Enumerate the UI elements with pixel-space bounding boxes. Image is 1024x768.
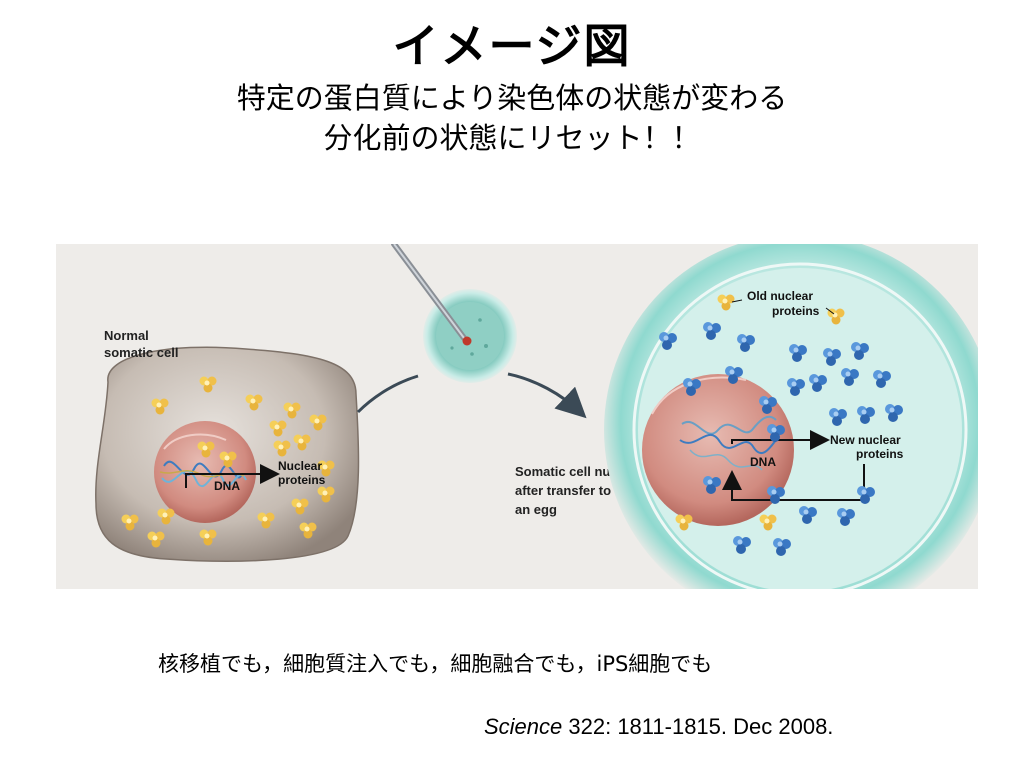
egg-dna-label: DNA <box>750 455 776 469</box>
slide-subtitle-line-1: 特定の蛋白質により染色体の状態が変わる <box>236 81 788 115</box>
transfer-arrow-in <box>356 374 419 414</box>
somatic-dna-arrow <box>185 464 280 488</box>
slide-subtitle-line-2: 分化前の状態にリセット！！ <box>323 121 701 155</box>
old-proteins-pointer-right <box>825 307 835 315</box>
transfer-label-line-2: after transfer to <box>515 483 611 498</box>
slide-title: イメージ図 <box>392 19 632 73</box>
transfer-arrow-out <box>507 372 587 419</box>
slide-header: イメージ図 特定の蛋白質により染色体の状態が変わる 分化前の状態にリセット！！ <box>0 14 1024 158</box>
old-proteins-label-line-1: Old nuclear <box>747 289 813 303</box>
egg-cell <box>604 244 978 589</box>
somatic-cell-label-line-2: somatic cell <box>104 345 178 360</box>
somatic-nucleus <box>154 421 256 523</box>
new-proteins-label-line-1: New nuclear <box>830 433 901 447</box>
new-proteins-label-line-2: proteins <box>856 447 904 461</box>
old-proteins-label-line-2: proteins <box>772 304 820 318</box>
egg-dna-to-new-arrow <box>731 430 830 450</box>
old-proteins-pointer-left <box>731 299 743 303</box>
citation: Science 322: 1811-1815. Dec 2008. <box>484 714 833 740</box>
egg-dna-strand <box>679 415 777 471</box>
injection-needle <box>391 244 472 346</box>
feedback-loop-arrow <box>722 464 865 501</box>
citation-journal: Science <box>484 714 563 739</box>
footnote: 核移植でも，細胞質注入でも，細胞融合でも，iPS細胞でも <box>158 652 713 676</box>
egg-nucleus <box>642 374 794 526</box>
nuclear-proteins-label-line-2: proteins <box>278 473 326 487</box>
somatic-dna-label: DNA <box>214 479 240 493</box>
transfer-label-line-3: an egg <box>515 502 557 517</box>
nuclear-proteins-label-line-1: Nuclear <box>278 459 322 473</box>
reprogramming-figure: Normal somatic cell DNA Nuclear proteins… <box>56 244 978 589</box>
citation-details: 322: 1811-1815. Dec 2008. <box>562 714 834 739</box>
somatic-cell-label-line-1: Normal <box>104 328 149 343</box>
